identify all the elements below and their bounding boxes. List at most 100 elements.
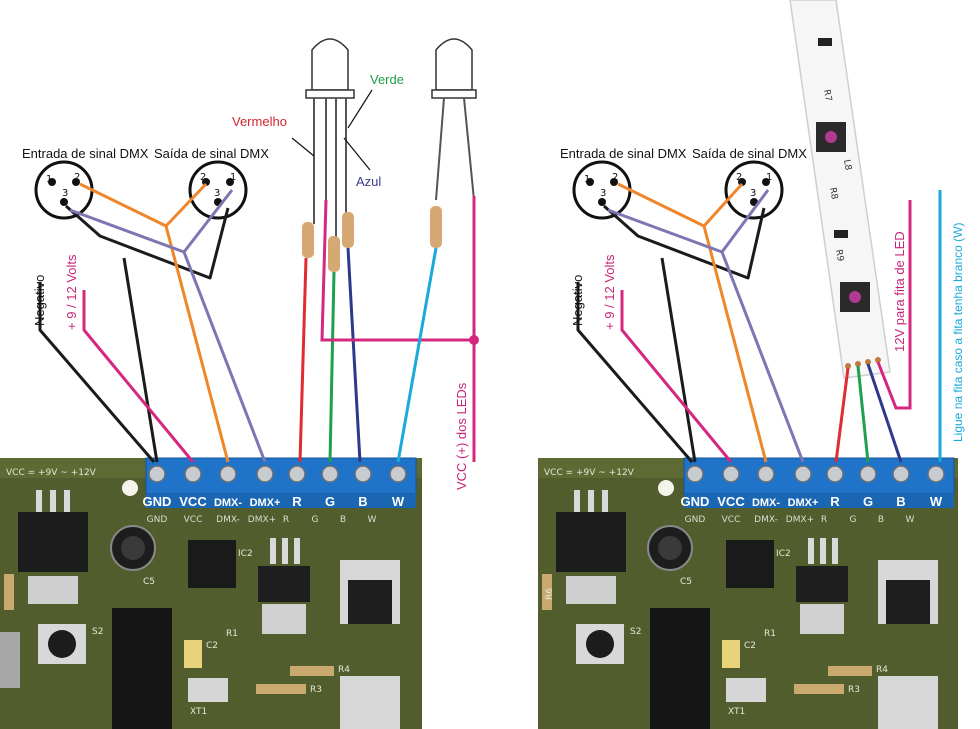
terminal-label-g-right: G [863,494,873,509]
terminal-label-b-right: B [896,494,905,509]
blue-label: Azul [356,174,381,189]
wire-white [396,247,438,463]
wire-ground [122,257,159,463]
green-label: Verde [370,72,404,87]
resistor-r3 [256,684,306,694]
silk-dmx-plus-right: DMX+ [786,515,814,525]
negative-label-right: Negativo [570,275,585,326]
terminal-label-dmx-minus: DMX- [214,497,242,509]
wire-dmx-plus [69,208,267,463]
regulator [556,512,626,572]
silk-w-right: W [906,515,915,525]
silk-gnd-right: GND [685,515,706,525]
vcc-leds-label: VCC (+) dos LEDs [454,382,469,490]
screw-r [288,465,306,483]
led-strip-body [789,0,891,379]
c2-label: C2 [206,641,218,651]
terminal-block-left: GND VCC DMX- DMX+ R G B W GND VCC DMX- D… [143,457,417,525]
wire-ground-link [65,204,230,280]
r1-label: R1 [226,629,238,639]
ic2-label-right: IC2 [776,549,791,559]
vcc-range-label-right: VCC = +9V ~ +12V [544,468,635,478]
microcontroller [112,608,172,729]
terminal-label-w: W [392,494,405,509]
xt1-label: XT1 [190,707,207,717]
s2-label: S2 [92,627,103,637]
input-connector-title: Entrada de sinal DMX [22,146,149,161]
wire-blue [346,247,362,463]
resistor-green [328,236,340,272]
xlr-out-pin3: 3 [214,188,220,199]
xlr-out-pin3-right: 3 [750,188,756,199]
terminal-label-vcc-right: VCC [717,494,745,509]
strip-wire-blue [866,363,903,463]
terminal-label-dmx-minus-right: DMX- [752,497,780,509]
strip-wire-green [856,365,870,463]
xlr-in-pin2: 2 [74,172,80,183]
xt1-label-right: XT1 [728,707,745,717]
silk-dmx-minus: DMX- [216,515,240,525]
crystal [188,678,228,702]
chip-ic2 [726,540,774,588]
resistor-blue [342,212,354,248]
mount-hole [122,480,138,496]
c2-label-right: C2 [744,641,756,651]
xlr-in-pin3-right: 3 [600,188,606,199]
strip-wire-power [876,200,912,410]
xlr-output-left: 2 1 3 Saída de sinal DMX [154,146,269,220]
xlr-in-pin1: 1 [46,174,52,185]
terminal-label-b: B [358,494,367,509]
wire-negative [38,282,156,463]
output-connector-title: Saída de sinal DMX [154,146,269,161]
terminal-label-dmx-plus: DMX+ [250,497,281,509]
silk-vcc: VCC [184,515,203,525]
terminal-label-g: G [325,494,335,509]
vcc-range-label: VCC = +9V ~ +12V [6,468,97,478]
terminal-label-gnd: GND [143,494,172,509]
microcontroller [650,608,710,729]
wire-red [298,257,308,463]
strip-r8-label: R8 [827,187,839,201]
terminal-label-r: R [292,494,302,509]
regulator-tab [28,576,78,604]
xlr-input-left: 1 2 3 Entrada de sinal DMX [22,146,149,220]
resistor-white [430,206,442,248]
mosfet [796,566,848,602]
silk-r: R [283,515,289,525]
terminal-label-gnd-right: GND [681,494,710,509]
xlr-out-pin2-right: 2 [736,172,742,183]
s2-label-right: S2 [630,627,641,637]
silk-g: G [312,515,319,525]
r3-label: R3 [310,685,322,695]
screw-dmx-plus [256,465,274,483]
xlr-in-pin2-right: 2 [612,172,618,183]
silk-b-right: B [878,515,884,525]
left-panel: VCC = +9V ~ +12V C5 IC2 [0,38,479,729]
strip-power-label: 12V para fita de LED [892,231,907,352]
c5-label-right: C5 [680,577,692,587]
output-connector-title-right: Saída de sinal DMX [692,146,807,161]
silk-b: B [340,515,346,525]
screw-b [354,465,372,483]
screw-dmx-minus [219,465,237,483]
xlr-out-pin1: 1 [230,172,236,183]
red-label: Vermelho [232,114,287,129]
white-led: VCC (+) dos LEDs [396,38,479,490]
strip-wire-red [834,367,850,463]
silk-gnd: GND [147,515,168,525]
strip-white-label: Ligue na fita caso a fita tenha branco (… [951,223,965,442]
right-panel: VCC = +9V ~ +12V C5 IC2 S2 R6 [538,0,965,729]
dmx-wires-right [576,182,805,463]
mosfet [258,566,310,602]
resistor-r6 [4,574,14,610]
r4-label-right: R4 [876,665,888,675]
rgb-led-body [311,38,349,91]
terminal-label-vcc: VCC [179,494,207,509]
strip-r9-label: R9 [833,249,845,263]
silk-r-right: R [821,515,827,525]
strip-r7-label: R7 [821,89,833,103]
terminal-label-w-right: W [930,494,943,509]
resistor-red [302,222,314,258]
